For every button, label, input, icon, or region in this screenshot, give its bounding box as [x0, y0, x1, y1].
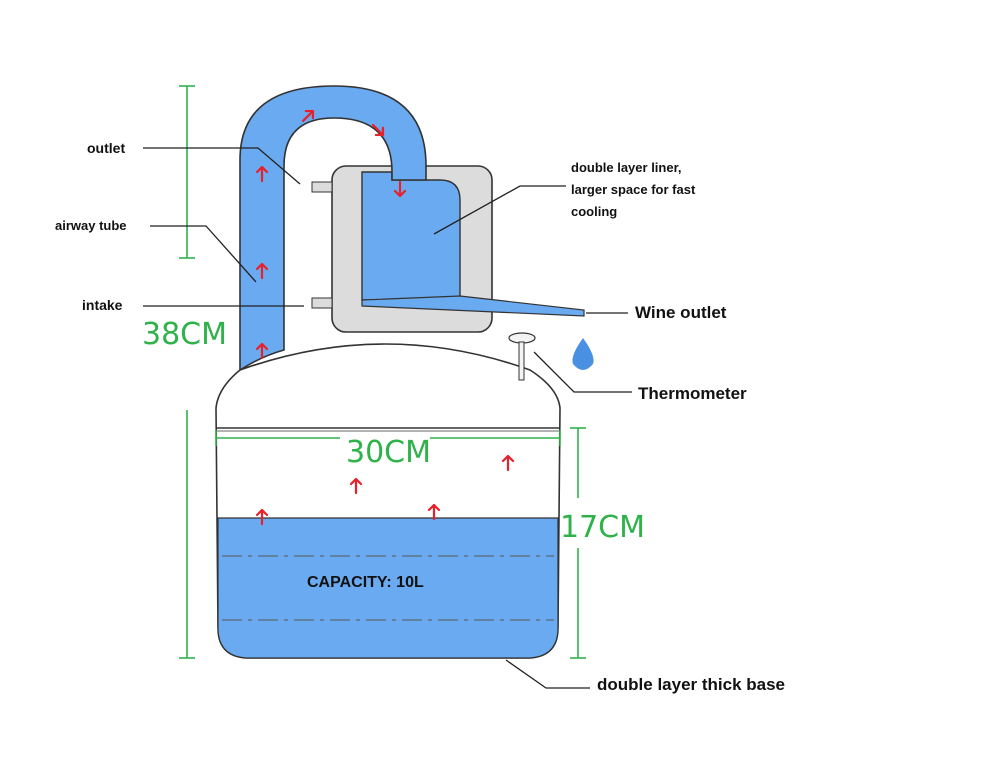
thermometer	[508, 332, 536, 381]
label-base: double layer thick base	[597, 675, 785, 694]
airway-tube	[239, 85, 427, 372]
dimension-lines	[179, 85, 586, 659]
label-liner-line3: cooling	[571, 204, 617, 219]
boiling-pot	[215, 343, 561, 659]
arrow-up-icon	[255, 262, 269, 280]
condenser-inner-chamber	[361, 171, 461, 301]
dim-height-total: 38CM	[142, 317, 227, 352]
arrow-up-icon	[255, 508, 269, 526]
leader-outlet	[143, 147, 301, 185]
arrow-up-icon	[255, 342, 269, 360]
intake-stub	[311, 297, 333, 309]
condenser	[311, 165, 585, 333]
label-liner-line2: larger space for fast	[571, 182, 696, 197]
wine-outlet-spout	[361, 295, 585, 317]
leader-base	[505, 659, 590, 689]
label-intake: intake	[82, 297, 123, 313]
label-thermometer: Thermometer	[638, 384, 747, 403]
label-outlet: outlet	[87, 140, 125, 156]
leader-thermometer	[533, 351, 632, 393]
label-wine-outlet: Wine outlet	[635, 303, 727, 322]
leader-liner	[433, 185, 566, 235]
dim-height-pot: 17CM	[560, 510, 645, 545]
pot-liquid	[217, 517, 559, 659]
arrow-diag-icon	[301, 109, 315, 123]
label-liner-line1: double layer liner,	[571, 160, 682, 175]
arrow-up-icon	[349, 477, 363, 495]
arrow-diag-icon	[371, 123, 385, 137]
label-airway-tube: airway tube	[55, 218, 127, 233]
arrow-up-icon	[427, 503, 441, 521]
arrow-up-icon	[255, 165, 269, 183]
thermometer-stem	[518, 341, 525, 381]
arrow-down-icon	[393, 180, 407, 198]
drop-icon	[572, 338, 594, 370]
arrow-up-icon	[501, 454, 515, 472]
outlet-stub	[311, 181, 333, 193]
vapor-arrows	[255, 109, 515, 526]
label-capacity: CAPACITY: 10L	[307, 574, 424, 591]
leader-airway	[150, 225, 257, 283]
leader-lines	[143, 147, 632, 689]
dim-width: 30CM	[346, 435, 431, 470]
